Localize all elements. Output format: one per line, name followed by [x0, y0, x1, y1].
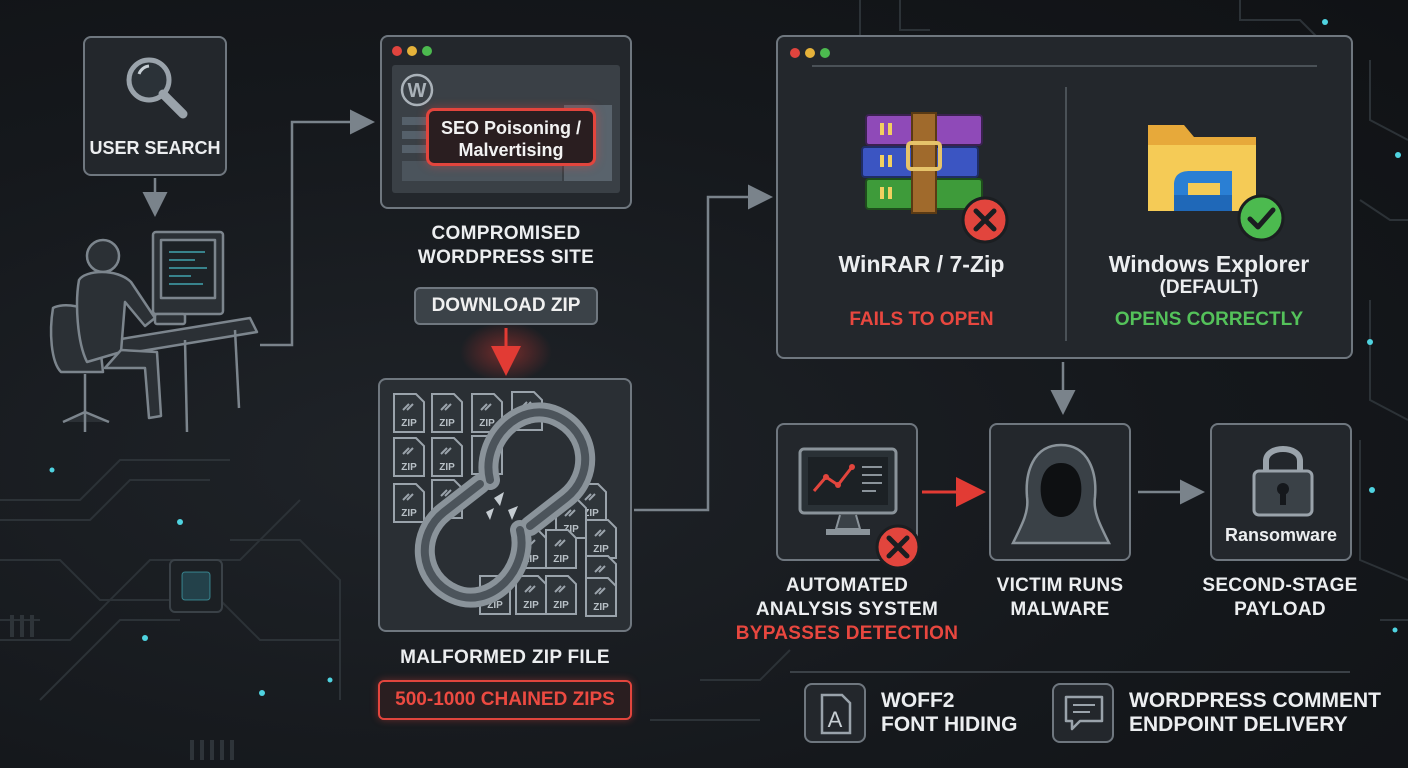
malformed-zip-panel: ZIP ZIP ZIP ZIP ZIP ZIP ZIP ZIP ZIP ZIP ZIP ZIP ZIP Z…: [378, 378, 632, 632]
divider: [1065, 87, 1067, 341]
ransomware-label: Ransomware: [1224, 525, 1338, 545]
svg-text:ZIP: ZIP: [593, 544, 609, 555]
zip-file-icon: ZIP: [471, 393, 503, 433]
wordpress-comment-label: WORDPRESS COMMENT ENDPOINT DELIVERY: [1129, 689, 1381, 736]
payload-box: Ransomware: [1210, 423, 1352, 561]
explorer-status: OPENS CORRECTLY: [1114, 309, 1304, 330]
zip-file-icon: ZIP: [393, 437, 425, 477]
download-zip-button: DOWNLOAD ZIP: [414, 287, 598, 325]
svg-text:ZIP: ZIP: [439, 418, 455, 429]
svg-text:W: W: [408, 80, 427, 102]
zip-file-icon: ZIP: [585, 519, 617, 559]
workstation-user-icon: [49, 230, 259, 433]
chained-zip-icon: ZIP ZIP ZIP ZIP ZIP ZIP ZIP ZIP ZIP ZIP ZIP ZIP ZIP Z…: [393, 391, 617, 617]
payload-caption: SECOND-STAGE PAYLOAD: [1202, 575, 1358, 620]
zip-file-icon: ZIP: [545, 529, 577, 569]
svg-text:ZIP: ZIP: [523, 554, 539, 565]
svg-text:ZIP: ZIP: [553, 554, 569, 565]
svg-text:ZIP: ZIP: [479, 418, 495, 429]
comment-icon-box: [1052, 683, 1114, 743]
svg-text:ZIP: ZIP: [401, 418, 417, 429]
zip-file-icon: ZIP: [545, 575, 577, 615]
zip-file-icon: ZIP: [431, 437, 463, 477]
magnifier-icon: [126, 57, 188, 119]
hooded-hacker-icon: [1010, 443, 1112, 545]
svg-text:ZIP: ZIP: [487, 600, 503, 611]
divider: [812, 65, 1317, 67]
zip-file-icon: ZIP: [431, 393, 463, 433]
svg-text:ZIP: ZIP: [593, 602, 609, 613]
user-search-box: USER SEARCH: [83, 36, 227, 176]
analysis-monitor-icon: [798, 447, 898, 535]
svg-text:ZIP: ZIP: [439, 462, 455, 473]
woff2-label: WOFF2 FONT HIDING: [881, 689, 1018, 736]
winrar-name: WinRAR / 7-Zip: [838, 251, 1005, 277]
explorer-name: Windows Explorer: [1108, 251, 1310, 277]
winrar-status: FAILS TO OPEN: [849, 309, 994, 330]
victim-caption: VICTIM RUNS MALWARE: [996, 575, 1124, 620]
font-file-icon: A: [820, 693, 852, 735]
archive-comparison-window: WinRAR / 7-Zip FAILS TO OPEN Windows Exp…: [776, 35, 1353, 359]
zip-file-icon: ZIP: [393, 483, 425, 523]
check-icon: [1237, 194, 1285, 242]
padlock-icon: [1252, 446, 1314, 517]
malformed-zip-caption: MALFORMED ZIP FILE: [400, 647, 610, 668]
woff2-icon-box: A: [804, 683, 866, 743]
svg-text:ZIP: ZIP: [583, 508, 599, 519]
analysis-system-box: [776, 423, 921, 570]
winrar-archive-icon: [861, 112, 983, 214]
x-icon: [961, 196, 1009, 244]
x-icon: [875, 524, 921, 570]
zip-file-icon: ZIP: [393, 393, 425, 433]
compromised-site-caption: COMPROMISED WORDPRESS SITE: [417, 223, 595, 268]
analysis-caption: AUTOMATED ANALYSIS SYSTEM BYPASSES DETEC…: [735, 575, 959, 644]
svg-text:ZIP: ZIP: [401, 462, 417, 473]
svg-text:ZIP: ZIP: [553, 600, 569, 611]
zip-file-icon: ZIP: [585, 577, 617, 617]
zip-file-icon: ZIP: [515, 575, 547, 615]
chained-zips-badge: 500-1000 CHAINED ZIPS: [378, 680, 632, 720]
window-controls: [392, 43, 437, 61]
user-search-label: USER SEARCH: [89, 138, 221, 158]
victim-box: [989, 423, 1131, 561]
svg-text:ZIP: ZIP: [523, 600, 539, 611]
wordpress-logo-icon: W: [400, 73, 434, 107]
seo-poisoning-badge: SEO Poisoning / Malvertising: [426, 108, 596, 166]
svg-text:ZIP: ZIP: [401, 508, 417, 519]
svg-text:ZIP: ZIP: [563, 524, 579, 535]
window-controls: [790, 45, 835, 63]
svg-text:A: A: [828, 707, 843, 732]
folder-icon: [1148, 125, 1256, 211]
seo-poisoning-text: SEO Poisoning / Malvertising: [440, 118, 581, 160]
site-footer-bar: [402, 161, 562, 181]
explorer-sub: (DEFAULT): [1159, 277, 1259, 298]
site-text-lines: [402, 117, 442, 153]
comment-icon: [1064, 695, 1104, 731]
